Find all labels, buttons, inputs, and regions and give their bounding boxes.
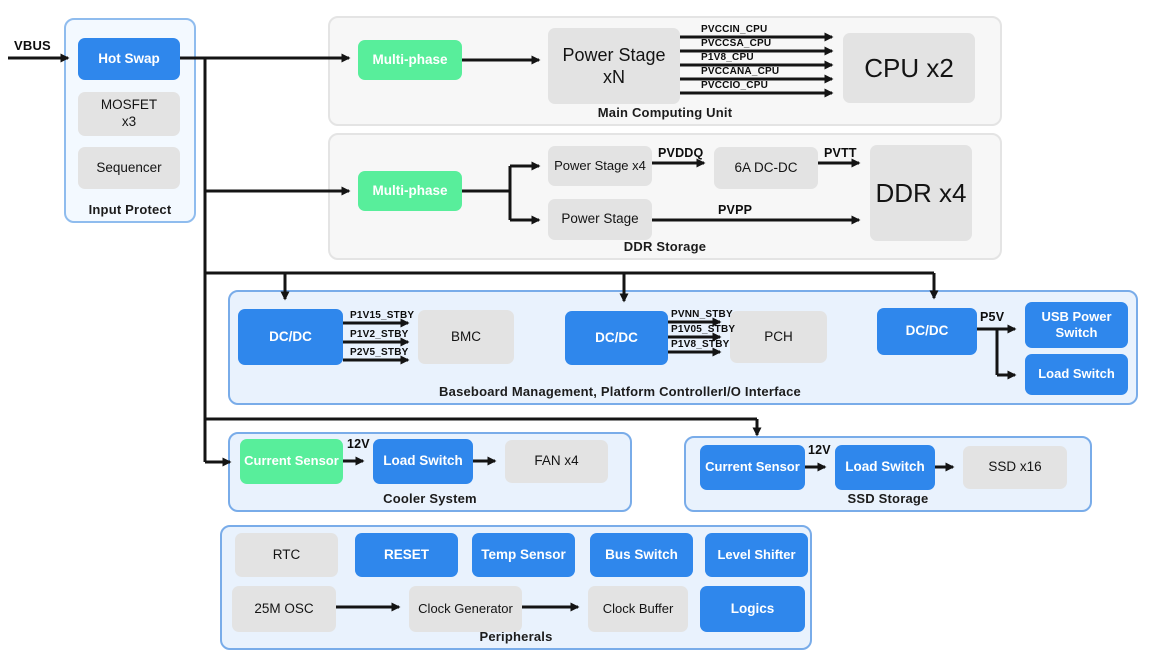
block-power-stage: Power Stage [548, 199, 652, 240]
block-multiphase-cpu: Multi-phase [358, 40, 462, 80]
signal-pvccio-cpu: PVCCIO_CPU [701, 80, 769, 91]
block-fan-x4: FAN x4 [505, 440, 608, 483]
block-logics: Logics [700, 586, 805, 632]
block-ddr-x4: DDR x4 [870, 145, 972, 241]
vbus-label: VBUS [14, 38, 51, 53]
signal-p1v8-cpu: P1V8_CPU [701, 52, 754, 63]
block-level-shifter: Level Shifter [705, 533, 808, 577]
block-load-switch-cooler: Load Switch [373, 439, 473, 484]
signal-12v-ssd: 12V [808, 443, 831, 457]
block-multiphase-ddr: Multi-phase [358, 171, 462, 211]
block-bmc: BMC [418, 310, 514, 364]
group-title-peripherals: Peripherals [479, 629, 553, 644]
block-cpu-x2: CPU x2 [843, 33, 975, 103]
signal-pvpp: PVPP [718, 203, 753, 217]
block-dcdc-pch: DC/DC [565, 311, 668, 365]
group-title-baseboard: Baseboard Management, Platform Controlle… [439, 384, 801, 399]
signal-pvnn-stby: PVNN_STBY [671, 309, 733, 320]
block-usb-power-switch: USB Power Switch [1025, 302, 1128, 348]
group-title-ddr-storage: DDR Storage [623, 239, 707, 254]
signal-p1v05-stby: P1V05_STBY [671, 324, 736, 335]
block-current-sensor-ssd: Current Sensor [700, 445, 805, 490]
signal-pvtt: PVTT [824, 146, 857, 160]
group-baseboard: Baseboard Management, Platform Controlle… [228, 290, 1138, 405]
block-bus-switch: Bus Switch [590, 533, 693, 577]
group-title-input-protect: Input Protect [88, 202, 172, 217]
block-pch: PCH [730, 311, 827, 363]
signal-p1v2-stby: P1V2_STBY [350, 329, 409, 340]
block-power-stage-xn: Power Stage xN [548, 28, 680, 104]
signal-pvddq: PVDDQ [658, 146, 704, 160]
signal-pvccin-cpu: PVCCIN_CPU [701, 24, 768, 35]
signal-12v-cooler: 12V [347, 437, 370, 451]
block-mosfet: MOSFET x3 [78, 92, 180, 136]
signal-pvccsa-cpu: PVCCSA_CPU [701, 38, 772, 49]
block-25m-osc: 25M OSC [232, 586, 336, 632]
block-6a-dcdc: 6A DC-DC [714, 147, 818, 189]
block-current-sensor-cooler: Current Sensor [240, 439, 343, 484]
block-load-switch-ssd: Load Switch [835, 445, 935, 490]
signal-pvccana-cpu: PVCCANA_CPU [701, 66, 780, 77]
group-title-main-computing: Main Computing Unit [597, 105, 733, 120]
block-temp-sensor: Temp Sensor [472, 533, 575, 577]
signal-p2v5-stby: P2V5_STBY [350, 347, 409, 358]
signal-p1v8-stby: P1V8_STBY [671, 339, 730, 350]
block-clock-generator: Clock Generator [409, 586, 522, 632]
block-sequencer: Sequencer [78, 147, 180, 189]
group-title-cooler-system: Cooler System [383, 491, 477, 506]
block-rtc: RTC [235, 533, 338, 577]
block-reset: RESET [355, 533, 458, 577]
block-hot-swap: Hot Swap [78, 38, 180, 80]
signal-p1v15-stby: P1V15_STBY [350, 310, 415, 321]
block-power-stage-x4: Power Stage x4 [548, 146, 652, 186]
signal-p5v: P5V [980, 310, 1005, 324]
block-load-switch-io: Load Switch [1025, 354, 1128, 395]
block-clock-buffer: Clock Buffer [588, 586, 688, 632]
block-dcdc-io: DC/DC [877, 308, 977, 355]
block-ssd-x16: SSD x16 [963, 446, 1067, 489]
block-dcdc-bmc: DC/DC [238, 309, 343, 365]
group-title-ssd-storage: SSD Storage [847, 491, 929, 506]
